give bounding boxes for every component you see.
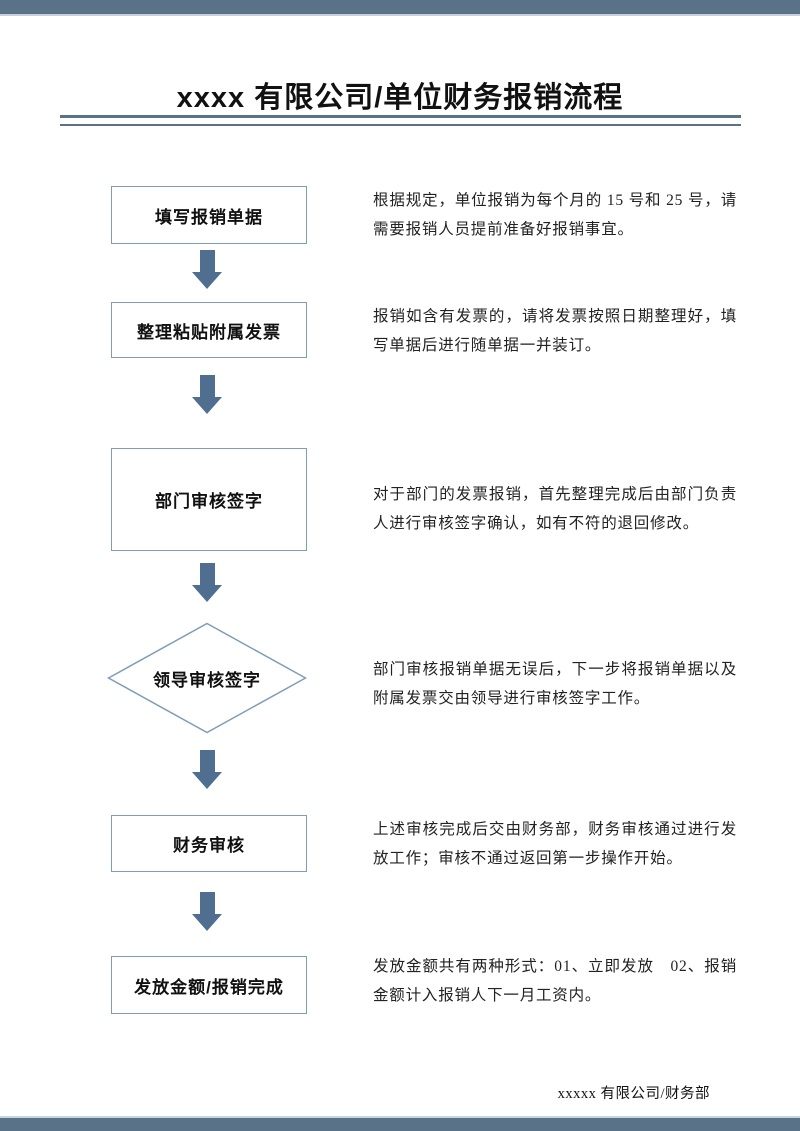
step-description: 发放金额共有两种形式：01、立即发放 02、报销金额计入报销人下一月工资内。 [373,958,737,1004]
step-description: 部门审核报销单据无误后，下一步将报销单据以及附属发票交由领导进行审核签字工作。 [373,661,737,707]
flow-box-department-review: 部门审核签字 [111,448,307,551]
arrow-head [192,397,222,414]
flow-box-organize-invoices: 整理粘贴附属发票 [111,302,307,358]
flow-diamond-label: 领导审核签字 [153,670,261,690]
down-arrow-icon [192,892,222,932]
flow-box-payment-complete: 发放金额/报销完成 [111,956,307,1014]
step-description: 报销如含有发票的，请将发票按照日期整理好，填写单据后进行随单据一并装订。 [373,308,737,354]
down-arrow-icon [192,563,222,603]
title-divider-line-1 [60,115,741,118]
bottom-page-band [0,1116,800,1131]
arrow-head [192,914,222,931]
title-divider-line-2 [60,124,741,126]
arrow-head [192,772,222,789]
arrow-stem [199,375,215,397]
step-description: 上述审核完成后交由财务部，财务审核通过进行发放工作；审核不通过返回第一步操作开始… [373,821,737,867]
flow-diamond-leader-review: 领导审核签字 [107,622,307,734]
down-arrow-icon [192,250,222,290]
arrow-head [192,272,222,289]
down-arrow-icon [192,375,222,415]
step-description: 对于部门的发票报销，首先整理完成后由部门负责人进行审核签字确认，如有不符的退回修… [373,486,737,532]
page-title: xxxx 有限公司/单位财务报销流程 [176,82,624,115]
down-arrow-icon [192,750,222,790]
flow-box-label: 部门审核签字 [155,492,263,511]
flow-box-finance-review: 财务审核 [111,815,307,872]
flow-box-label: 整理粘贴附属发票 [137,322,281,342]
footer-company-label: xxxxx 有限公司/财务部 [557,1086,710,1102]
flow-box-label: 填写报销单据 [155,207,263,227]
arrow-stem [199,892,215,914]
flow-box-label: 发放金额/报销完成 [134,977,284,997]
flow-box-label: 财务审核 [173,836,245,855]
top-page-band [0,0,800,16]
arrow-stem [199,563,215,585]
step-description: 根据规定，单位报销为每个月的 15 号和 25 号，请需要报销人员提前准备好报销… [373,192,737,238]
flow-box-fill-form: 填写报销单据 [111,186,307,244]
arrow-stem [199,750,215,772]
diamond-shape [107,622,307,734]
arrow-stem [199,250,215,272]
arrow-head [192,585,222,602]
